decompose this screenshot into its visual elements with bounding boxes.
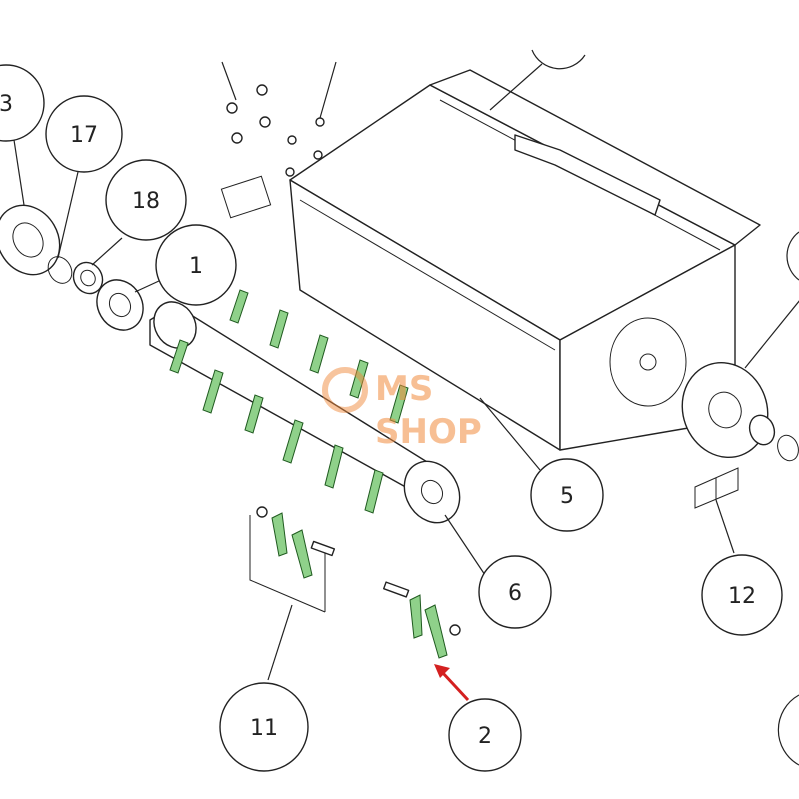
bearing-cover-plate [0,204,61,276]
svg-text:5: 5 [560,484,574,509]
rotor-shaft [149,301,461,524]
callout-1: 1 [155,224,237,306]
blade-kit-11 [249,506,336,613]
svg-text:3: 3 [0,92,13,117]
svg-text:11: 11 [250,716,278,741]
svg-text:2: 2 [478,724,492,749]
callout-17: 17 [45,95,123,173]
callout-3: 3 [0,64,45,142]
bolt-set [226,84,325,177]
callout-partial-bottom-right [777,694,799,766]
highlight-arrow [434,664,470,702]
right-bearing [748,414,776,446]
callout-partial-right [786,231,799,281]
rotor-blades [169,289,409,514]
circlip-ring [47,256,73,284]
svg-text:MS: MS [375,369,433,409]
blade-kit-2 [382,581,461,659]
callout-2: 2 [448,698,522,772]
right-bearing-plate [681,361,769,459]
callout-6: 6 [478,555,552,629]
ms-shop-watermark: MS SHOP [322,367,482,452]
callout-5: 5 [530,458,604,532]
callout-12: 12 [701,554,783,636]
svg-text:17: 17 [70,123,98,148]
label-tag [694,467,739,509]
svg-text:1: 1 [189,254,203,279]
callout-11: 11 [219,682,309,772]
right-circlip [777,434,799,462]
callout-18: 18 [105,159,187,241]
bearing [72,261,104,295]
svg-text:18: 18 [132,189,160,214]
svg-text:12: 12 [728,584,756,609]
svg-text:SHOP: SHOP [375,412,482,452]
svg-text:6: 6 [508,581,522,606]
callout-partial-top [531,49,586,70]
bearing-flange [96,279,144,331]
